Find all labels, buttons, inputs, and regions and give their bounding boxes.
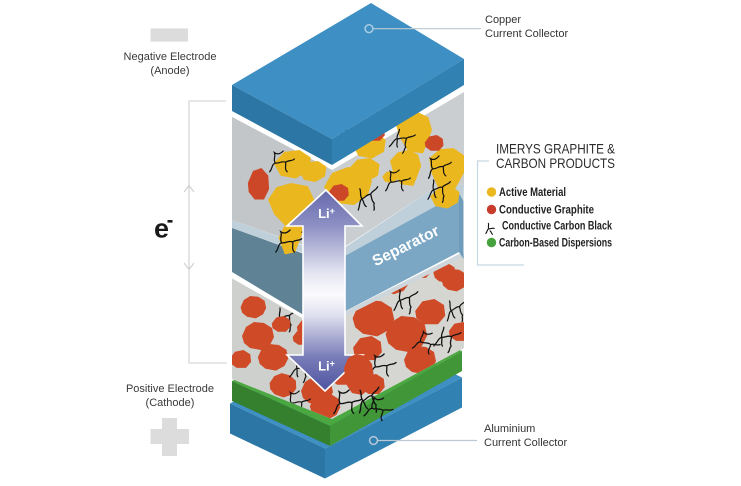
svg-text:Copper: Copper [485,14,521,26]
svg-text:Current Collector: Current Collector [484,437,567,449]
svg-text:Negative Electrode: Negative Electrode [124,51,217,63]
svg-text:Conductive Graphite: Conductive Graphite [499,205,594,217]
svg-text:Current Collector: Current Collector [485,28,568,40]
svg-text:(Anode): (Anode) [150,65,189,77]
svg-text:Carbon-Based Dispersions: Carbon-Based Dispersions [499,238,612,250]
svg-text:e: e [154,214,169,244]
svg-text:Conductive Carbon Black: Conductive Carbon Black [502,221,612,233]
svg-text:Positive Electrode: Positive Electrode [126,383,214,395]
svg-text:CARBON PRODUCTS: CARBON PRODUCTS [496,155,615,171]
svg-text:Aluminium: Aluminium [484,423,535,435]
svg-text:(Cathode): (Cathode) [146,397,195,409]
svg-text:IMERYS GRAPHITE &: IMERYS GRAPHITE & [496,141,616,157]
svg-text:Active Material: Active Material [499,187,566,199]
